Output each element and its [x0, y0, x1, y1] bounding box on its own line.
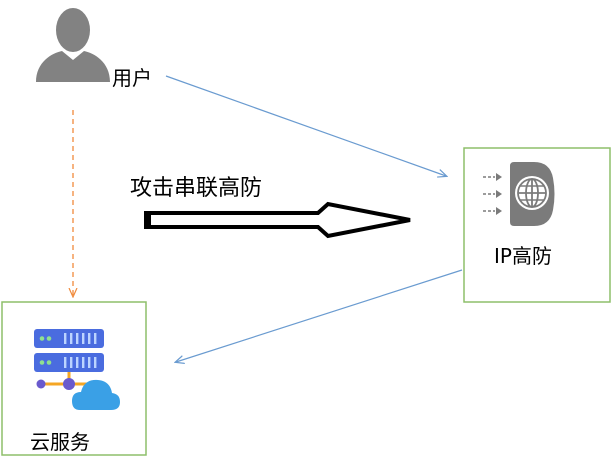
attack-chain-label: 攻击串联高防	[130, 176, 263, 201]
user-label: 用户	[112, 66, 152, 90]
user-silhouette-icon	[36, 8, 110, 82]
user-to-ip-protection-arrow	[165, 75, 446, 176]
attack-chain-arrow	[144, 201, 411, 239]
ip-protection-shield-icon	[483, 162, 555, 226]
ip-protection-to-cloud-arrow	[176, 269, 463, 362]
cloud-service-box	[1, 301, 147, 456]
ip-protection-label: IP高防	[494, 244, 552, 268]
server-cloud-icon	[34, 329, 120, 410]
cloud-service-label: 云服务	[30, 430, 90, 454]
